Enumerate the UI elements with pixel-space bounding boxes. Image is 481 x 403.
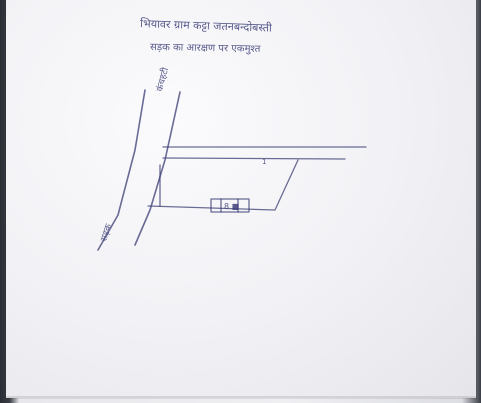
lower-parallel-line (162, 157, 346, 160)
plot-rectangle (210, 198, 250, 213)
road-left-edge (97, 89, 146, 251)
road-right-edge (134, 91, 181, 246)
paper-bottom-edge (6, 396, 476, 398)
plot-label: 8 ■ (224, 202, 239, 211)
small-mark: 1 (262, 158, 266, 166)
plot-boundary (147, 159, 299, 211)
header-line-1: भियावर ग्राम कट्टा जतनबन्दोबस्ती (140, 17, 272, 35)
header-line-2: सड़क का आरक्षण पर एकमुश्त (150, 42, 261, 55)
road-label-top: कंचहटी (153, 66, 171, 93)
